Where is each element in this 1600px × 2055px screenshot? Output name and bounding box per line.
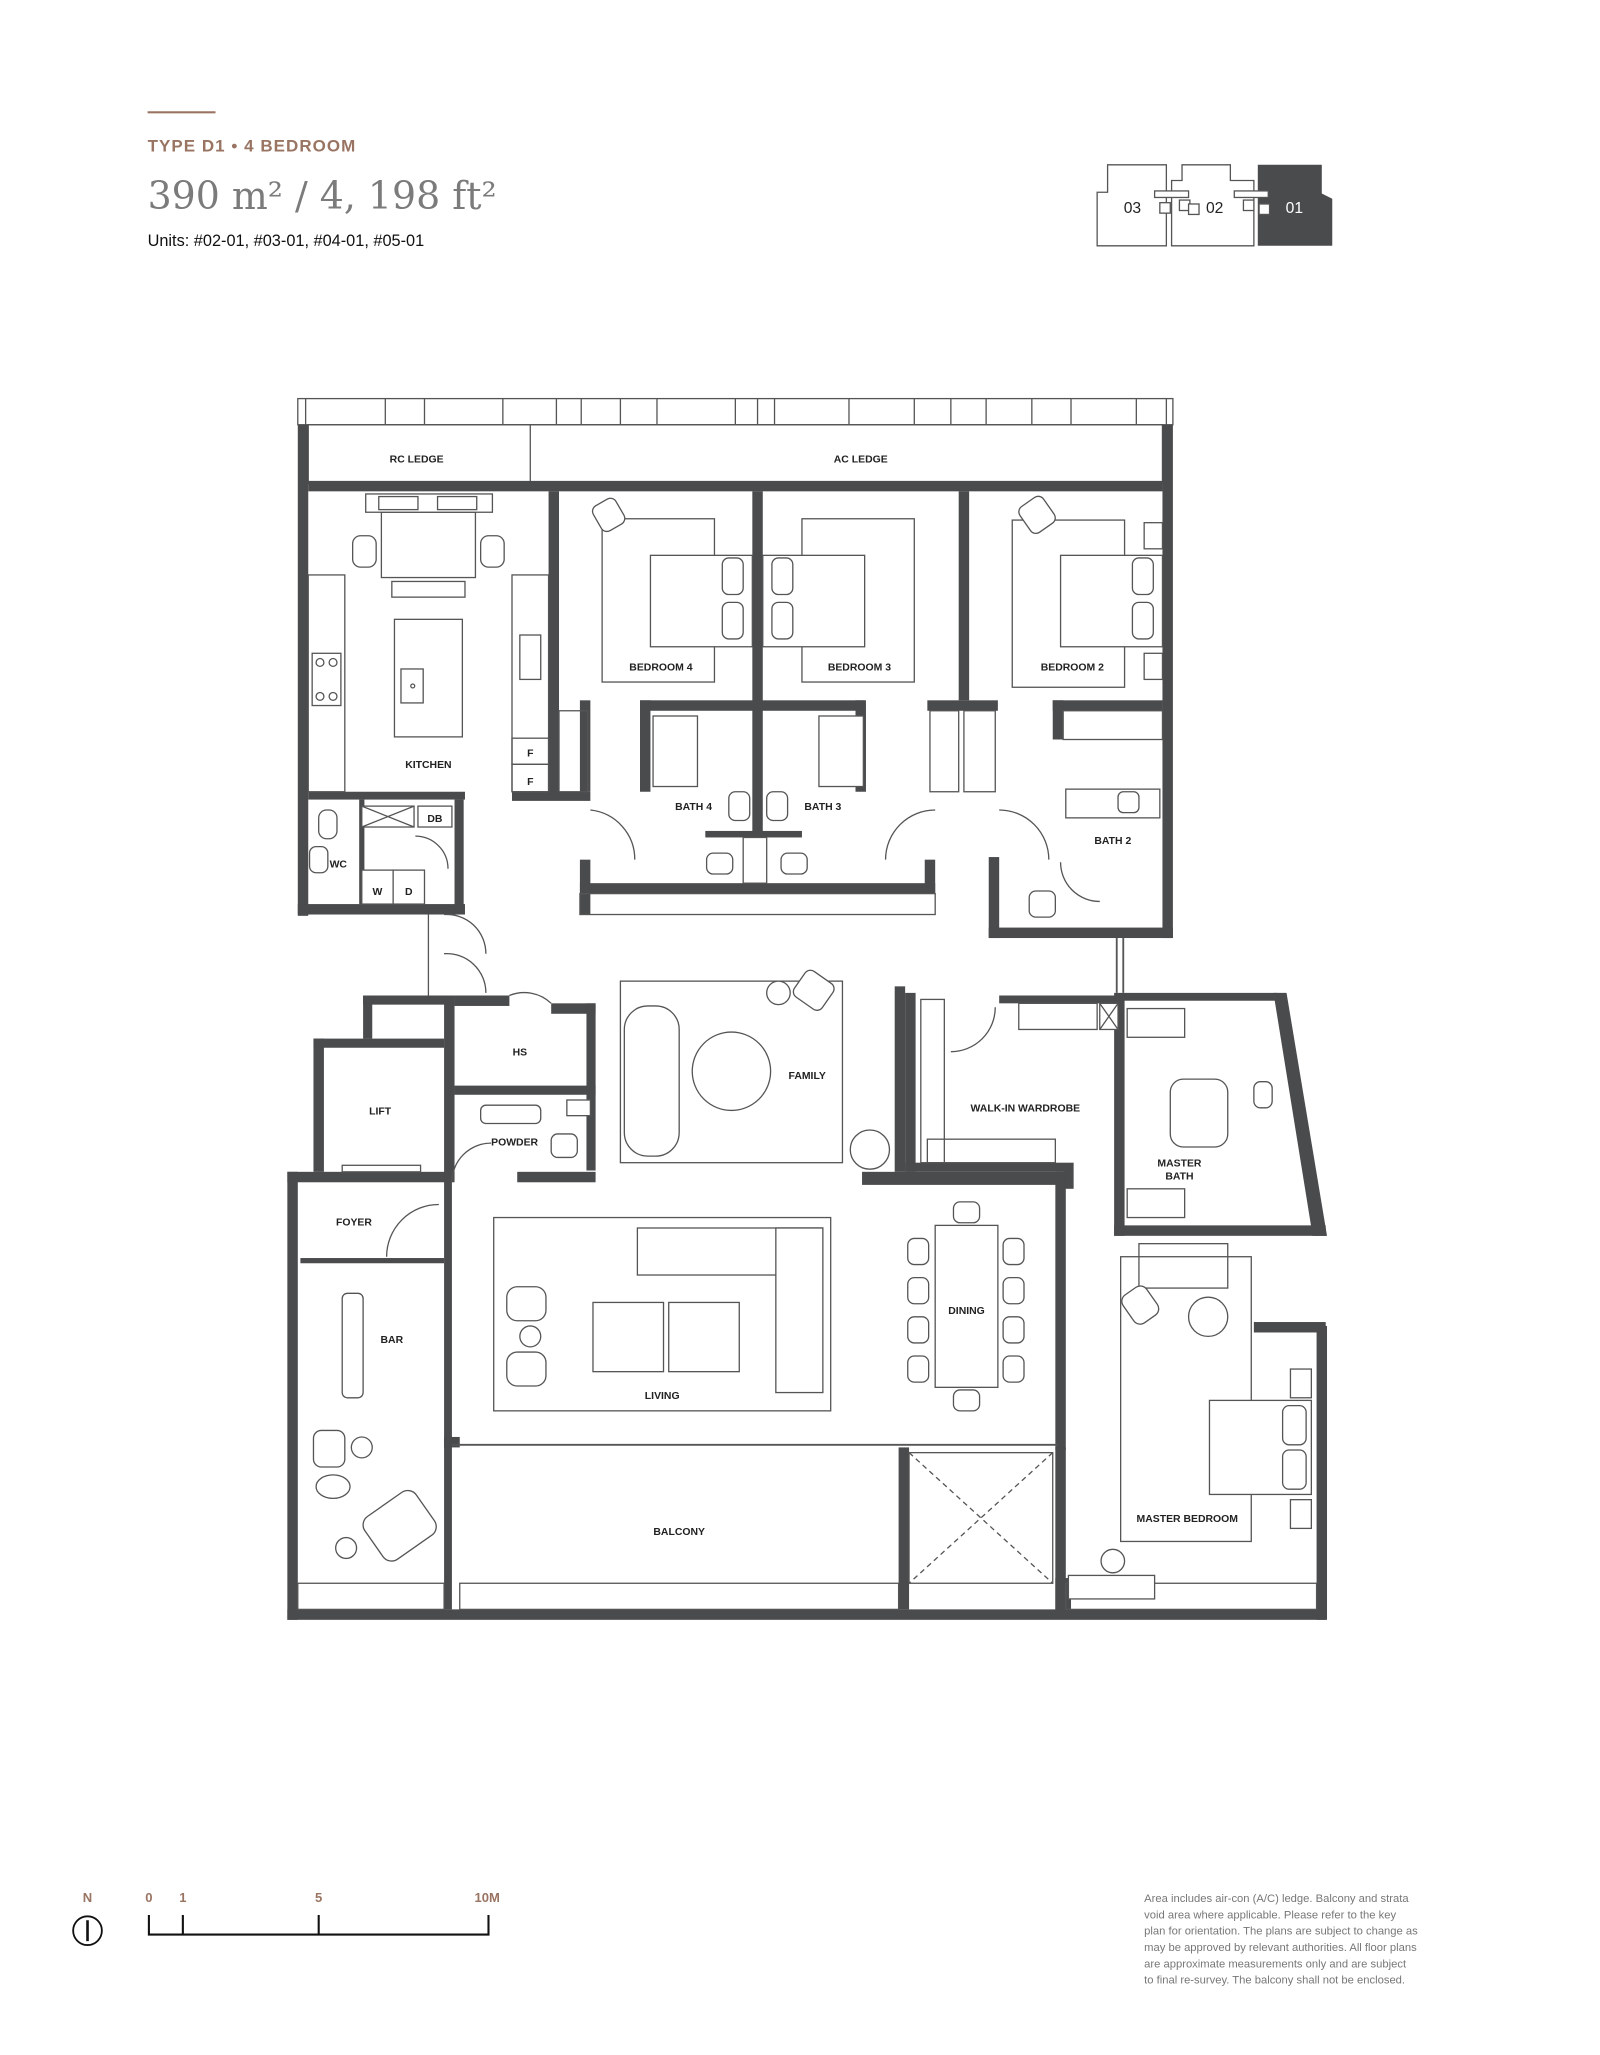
label-bath-4: BATH 4 xyxy=(675,802,712,813)
accent-rule xyxy=(147,111,216,114)
toilet-icon xyxy=(318,809,338,840)
top-railing xyxy=(297,397,1174,426)
label-lift: LIFT xyxy=(369,1106,392,1117)
family-coffee-table xyxy=(691,1031,772,1112)
scale-label-1: 1 xyxy=(179,1890,186,1905)
family-sofa xyxy=(623,1005,680,1157)
bedroom-furniture xyxy=(558,495,1164,918)
walls-lower xyxy=(287,986,1328,1620)
lower-furniture xyxy=(312,913,1312,1600)
kitchen-sink-icon xyxy=(519,634,542,681)
label-foyer: FOYER xyxy=(336,1217,372,1228)
scale-label-10m: 10M xyxy=(474,1890,499,1905)
unit-numbers: Units: #02-01, #03-01, #04-01, #05-01 xyxy=(148,232,425,250)
washer-label: W xyxy=(373,887,383,898)
label-walk-in-wardrobe: WALK-IN WARDROBE xyxy=(971,1104,1081,1115)
basin-icon xyxy=(308,845,329,874)
label-hs: HS xyxy=(513,1048,528,1059)
disclaimer-line: to final re-survey. The balcony shall no… xyxy=(1144,1975,1405,1987)
cooktop-icon xyxy=(311,652,342,707)
north-label: N xyxy=(83,1890,92,1905)
floor-plan: F F DB W D WC xyxy=(287,397,1328,1620)
key-plan-unit-01-highlighted xyxy=(1257,164,1333,246)
scale-label-0: 0 xyxy=(145,1890,152,1905)
dining-table xyxy=(934,1224,999,1388)
label-balcony: BALCONY xyxy=(653,1527,705,1538)
living-sofa xyxy=(775,1227,824,1394)
disclaimer-line: Area includes air-con (A/C) ledge. Balco… xyxy=(1144,1893,1409,1905)
label-bar: BAR xyxy=(381,1335,404,1346)
fridge-label-2: F xyxy=(527,777,533,788)
label-ac-ledge: AC LEDGE xyxy=(834,455,888,466)
service-furniture xyxy=(308,805,453,905)
disclaimer-line: plan for orientation. The plans are subj… xyxy=(1144,1926,1418,1938)
label-bath-2: BATH 2 xyxy=(1094,836,1131,847)
bar-counter xyxy=(341,1292,364,1399)
unit-area: 390 m² / 4, 198 ft² xyxy=(148,174,497,218)
dining-table-kitchen xyxy=(380,511,477,579)
footer: N 0 1 5 10M Area includes air-con (A/C) … xyxy=(72,1890,1418,1987)
label-bedroom-4: BEDROOM 4 xyxy=(629,662,692,673)
key-plan-label-01: 01 xyxy=(1286,200,1303,217)
scale-bar: 0 1 5 10M xyxy=(145,1890,500,1936)
label-master-bath-1: MASTER xyxy=(1157,1159,1202,1170)
label-bedroom-2: BEDROOM 2 xyxy=(1041,662,1104,673)
wc-label: WC xyxy=(330,859,348,870)
key-plan-unit-02 xyxy=(1170,164,1255,247)
disclaimer: Area includes air-con (A/C) ledge. Balco… xyxy=(1144,1893,1418,1987)
label-family: FAMILY xyxy=(789,1071,826,1082)
key-plan-unit-03 xyxy=(1096,164,1168,247)
key-plan-label-02: 02 xyxy=(1206,200,1223,217)
label-bath-3: BATH 3 xyxy=(804,802,841,813)
room-labels: RC LEDGE AC LEDGE KITCHEN BEDROOM 4 BEDR… xyxy=(336,455,1238,1538)
walls-upper xyxy=(297,424,1173,939)
kitchen-furniture xyxy=(307,493,550,793)
label-dining: DINING xyxy=(948,1306,985,1317)
label-living: LIVING xyxy=(645,1391,680,1402)
north-arrow-icon xyxy=(72,1915,103,1946)
key-plan: 03 02 01 xyxy=(1096,164,1333,247)
header: TYPE D1 • 4 BEDROOM 390 m² / 4, 198 ft² … xyxy=(148,111,497,250)
label-rc-ledge: RC LEDGE xyxy=(390,455,444,466)
label-powder: POWDER xyxy=(491,1138,538,1149)
label-bedroom-3: BEDROOM 3 xyxy=(828,662,891,673)
bathtub-icon xyxy=(1169,1078,1229,1148)
db-label: DB xyxy=(427,814,443,825)
label-master-bath-2: BATH xyxy=(1165,1172,1193,1183)
spiral-stair-icon xyxy=(849,1129,891,1170)
label-master-bedroom: MASTER BEDROOM xyxy=(1137,1514,1238,1525)
disclaimer-line: void area where applicable. Please refer… xyxy=(1144,1909,1396,1921)
key-plan-label-03: 03 xyxy=(1124,200,1142,217)
scale-label-5: 5 xyxy=(315,1890,322,1905)
label-kitchen: KITCHEN xyxy=(405,760,451,771)
unit-type-title: TYPE D1 • 4 BEDROOM xyxy=(148,137,357,156)
fridge-label-1: F xyxy=(527,748,533,759)
disclaimer-line: are approximate measurements only and ar… xyxy=(1144,1958,1407,1970)
dryer-label: D xyxy=(405,887,413,898)
disclaimer-line: may be approved by relevant authorities.… xyxy=(1144,1942,1417,1954)
